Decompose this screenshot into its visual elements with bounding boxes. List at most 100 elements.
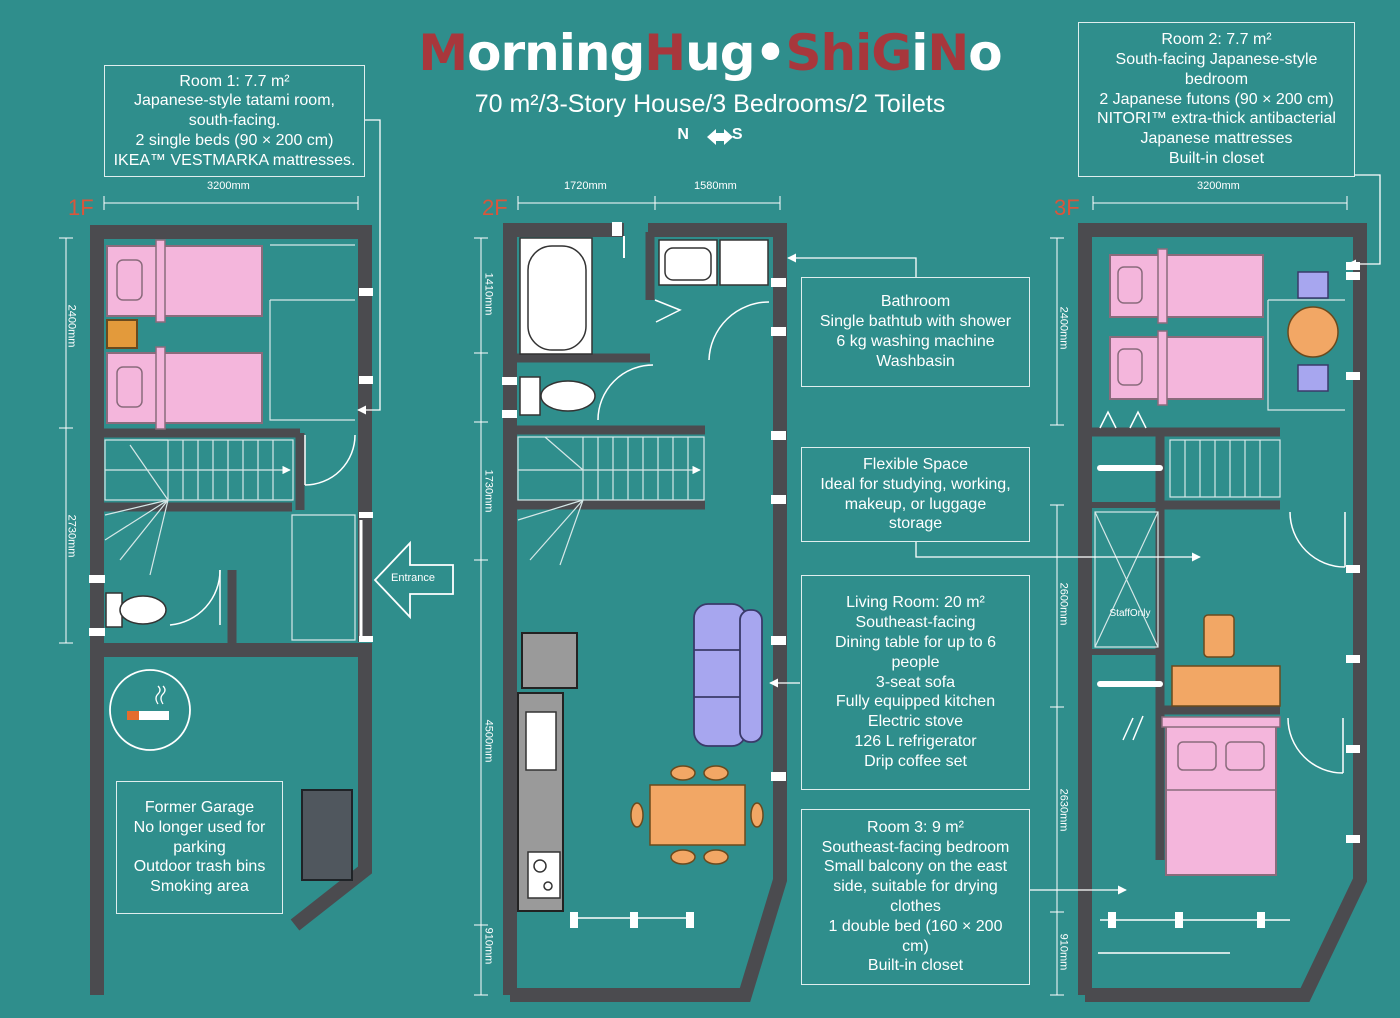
compass-south: S [731, 126, 743, 143]
dim-f2-h1: 1410mm [482, 272, 495, 316]
dim-f2-h4: 910mm [482, 927, 495, 965]
living-line: Fully equipped kitchen [835, 693, 996, 711]
room3-line: 1 double bed (160 × 200 [828, 917, 1003, 935]
washing-machine [719, 239, 769, 286]
garage-line: parking [173, 838, 226, 856]
page-subtitle: 70 m²/3-Story House/3 Bedrooms/2 Toilets [474, 90, 946, 118]
washbasin [658, 239, 718, 286]
floor-label-1f: 1F [68, 195, 94, 220]
flexible-line: Ideal for studying, working, [820, 475, 1011, 493]
title-part: o [968, 24, 1002, 82]
page-title: MorningHug•ShiGiNo [380, 24, 1040, 82]
room1-line: IKEA™ VESTMARKA mattresses. [113, 151, 356, 169]
staff_only-line: Only [1129, 608, 1151, 619]
room2-line: Japanese mattresses [1140, 130, 1293, 148]
room2-info: Room 2: 7.7 m² South-facing Japanese-styl… [1078, 22, 1355, 177]
dim-f2-h2: 1730mm [482, 469, 495, 513]
bathroom-line: Single bathtub with shower [819, 313, 1012, 331]
toilet-2f [519, 376, 596, 416]
floor-3-plan [915, 174, 1381, 1002]
staff-only-area [1094, 511, 1159, 648]
entrance-arrow-icon [373, 540, 454, 620]
room2-line: South-facing Japanese-style [1115, 51, 1318, 68]
room2-line: Built-in closet [1168, 149, 1265, 167]
dim-f1-h1: 2400mm [65, 304, 78, 348]
staff-only-label: StaffOnly [1108, 608, 1152, 620]
no-smoking-icon [109, 669, 191, 751]
floor-3-outer-wall [1078, 223, 1367, 1002]
living-line: 126 L refrigerator [854, 732, 977, 750]
round-table [1287, 306, 1339, 358]
living-line: people [891, 653, 940, 671]
garage-line: Former Garage [144, 799, 255, 816]
compass-north: N [677, 126, 689, 143]
refrigerator [521, 632, 578, 689]
title-part: ShiG [785, 24, 912, 82]
dim-f2-w1: 1720mm [564, 180, 607, 192]
room2-line: bedroom [1184, 70, 1249, 88]
dim-f3-h3: 2630mm [1057, 788, 1070, 832]
title-part: N [927, 24, 969, 82]
room2-line: NITORI™ extra-thick antibacterial [1097, 110, 1336, 128]
living-line: Living Room: 20 m² [846, 594, 985, 612]
room3-line: cm) [902, 937, 929, 955]
floor-1-plan [59, 119, 454, 995]
dim-f3-h4: 910mm [1057, 933, 1070, 971]
floor-1-outer-wall [90, 225, 372, 995]
single-bed-1 [106, 239, 263, 323]
bathtub [519, 237, 593, 355]
living-line: 3-seat sofa [875, 673, 956, 691]
trash-bin [301, 789, 353, 881]
stairs-3f [1169, 439, 1281, 498]
title-part: i [911, 24, 928, 82]
garage-line: Smoking area [150, 878, 249, 896]
bathroom-line: 6 kg washing machine [836, 333, 995, 350]
stairs-1f [104, 439, 294, 576]
electric-stove [527, 851, 561, 899]
room1-line: south-facing. [188, 112, 281, 130]
room3-line: Southeast-facing bedroom [821, 838, 1010, 856]
futon-1 [1109, 248, 1264, 324]
compass-label: N S [660, 126, 760, 144]
title-part: ug• [685, 24, 786, 82]
stairs-2f [517, 436, 705, 566]
cushion-2 [1297, 364, 1329, 392]
dim-f3-h1: 2400mm [1057, 306, 1070, 350]
room3-line: clothes [890, 898, 941, 915]
room1-line: 2 single beds (90 × 200 cm) [135, 131, 334, 149]
flexible-line: Flexible Space [863, 455, 968, 473]
living-line: Dining table for up to 6 [835, 634, 996, 651]
flexible-line: storage [888, 515, 943, 533]
floor-label-2f: 2F [482, 195, 508, 220]
room3-line: Built-in closet [867, 957, 964, 975]
dim-f3-width: 3200mm [1197, 180, 1240, 192]
desk-chair [1203, 614, 1235, 658]
staff_only-line: Staff [1109, 608, 1130, 619]
room2-line: Room 2: 7.7 m² [1161, 31, 1272, 49]
three-seat-sofa [693, 603, 763, 747]
title-part: H [644, 24, 686, 82]
dim-f2-w2: 1580mm [694, 180, 737, 192]
entrance-label: Entrance [390, 572, 436, 584]
dim-f1-h2: 2730mm [65, 514, 78, 558]
kitchen-sink [525, 711, 557, 771]
flexible-line: makeup, or luggage [844, 495, 987, 513]
futon-2 [1109, 330, 1264, 406]
floor-label-3f: 3F [1054, 195, 1080, 220]
garage-line: Outdoor trash bins [133, 858, 266, 876]
floor-2-plan [474, 196, 917, 1002]
nightstand [106, 319, 138, 349]
room3-line: side, suitable for drying [833, 878, 998, 896]
floor-1-garage-wall [97, 643, 372, 931]
room1-line: Japanese-style tatami room, [134, 92, 335, 110]
living-line: Electric stove [867, 713, 964, 731]
bathroom-line: Bathroom [880, 293, 951, 311]
room3-line: Small balcony on the east [823, 858, 1008, 876]
